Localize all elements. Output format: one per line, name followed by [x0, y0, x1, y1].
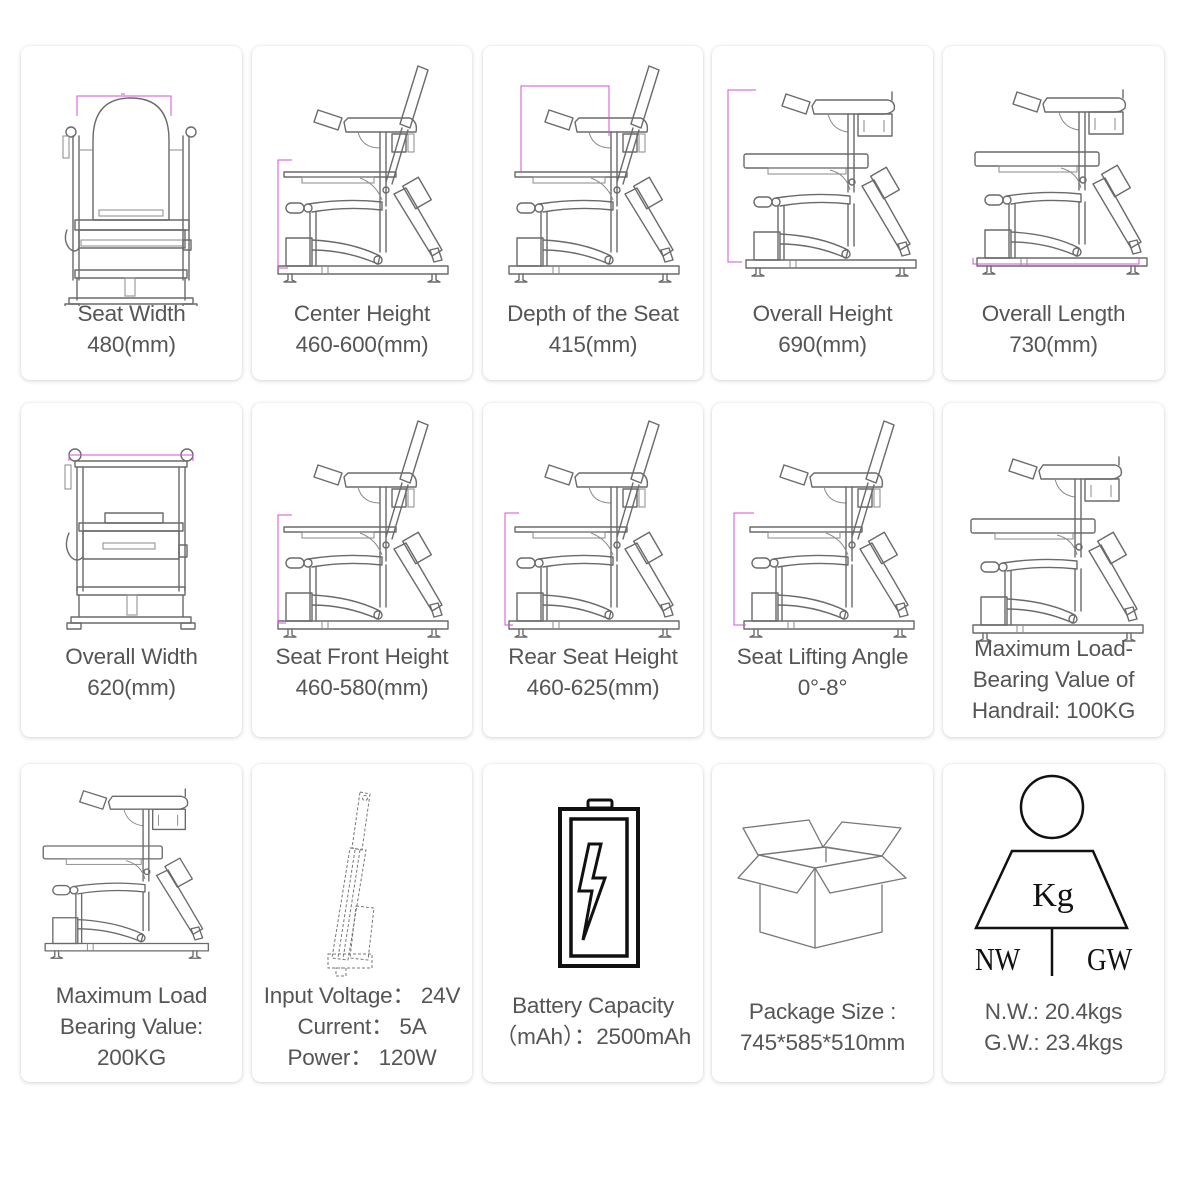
spec-caption: Overall Height 690(mm) — [752, 301, 893, 357]
spec-card-handrail-load: Maximum Load- Bearing Value of Handrail:… — [943, 403, 1164, 737]
chair-side-view-overall-height-icon — [727, 89, 917, 277]
chair-side-view-center-height-icon — [277, 65, 449, 283]
spec-caption: Battery Capacity （mAh）：2500mAh — [494, 993, 692, 1049]
spec-card-motor: Input Voltage： 24V Current： 5A Power： 12… — [252, 764, 472, 1082]
weight-unit-label: Kg — [1032, 877, 1074, 914]
spec-caption: Overall Width 620(mm) — [65, 644, 198, 700]
linear-actuator-icon — [327, 791, 375, 977]
spec-caption: Maximum Load- Bearing Value of Handrail:… — [971, 636, 1136, 723]
chair-side-view-seat-front-height-icon — [277, 420, 449, 638]
spec-caption: Overall Length 730(mm) — [981, 301, 1126, 357]
spec-card-overall-height: Overall Height 690(mm) — [712, 46, 933, 380]
battery-icon — [558, 798, 640, 968]
spec-caption: Maximum Load Bearing Value: 200KG — [55, 983, 208, 1070]
spec-card-weight: Kg NW GW N.W.: 20.4kgs G.W.: 23.4kgs — [943, 764, 1164, 1082]
spec-caption: Package Size : 745*585*510mm — [739, 999, 906, 1055]
spec-caption: Seat Width 480(mm) — [77, 301, 186, 357]
spec-card-battery: Battery Capacity （mAh）：2500mAh — [483, 764, 703, 1082]
net-weight-label: NW — [975, 943, 1020, 977]
chair-front-view-overall-width-icon — [64, 448, 196, 630]
spec-card-rear-seat-height: Rear Seat Height 460-625(mm) — [483, 403, 703, 737]
spec-caption: Seat Lifting Angle 0°-8° — [736, 644, 909, 700]
spec-card-center-height: Center Height 460-600(mm) — [252, 46, 472, 380]
spec-caption: Seat Front Height 460-580(mm) — [275, 644, 449, 700]
chair-side-view-max-load-icon — [42, 788, 210, 959]
spec-card-overall-width: Overall Width 620(mm) — [21, 403, 242, 737]
spec-caption: Input Voltage： 24V Current： 5A Power： 12… — [263, 983, 461, 1070]
open-box-icon — [737, 819, 907, 949]
chair-side-view-overall-length-icon — [972, 89, 1148, 275]
chair-side-view-rear-seat-height-icon — [504, 420, 680, 638]
spec-card-seat-depth: Depth of the Seat 415(mm) — [483, 46, 703, 380]
spec-caption: N.W.: 20.4kgs G.W.: 23.4kgs — [984, 999, 1123, 1055]
spec-card-seat-lifting-angle: Seat Lifting Angle 0°-8° — [712, 403, 933, 737]
spec-card-seat-width: Seat Width 480(mm) — [21, 46, 242, 380]
spec-caption: Depth of the Seat 415(mm) — [507, 301, 679, 357]
chair-side-view-handrail-icon — [970, 456, 1144, 642]
spec-card-package-size: Package Size : 745*585*510mm — [712, 764, 933, 1082]
chair-side-view-seat-depth-icon — [508, 65, 680, 283]
spec-card-seat-front-height: Seat Front Height 460-580(mm) — [252, 403, 472, 737]
chair-front-view-seat-width-icon — [62, 93, 198, 306]
gross-weight-label: GW — [1087, 943, 1132, 977]
spec-card-overall-length: Overall Length 730(mm) — [943, 46, 1164, 380]
spec-caption: Center Height 460-600(mm) — [293, 301, 431, 357]
chair-side-view-lifting-angle-icon — [733, 420, 915, 638]
weight-icon: Kg NW GW — [974, 774, 1132, 978]
spec-card-max-load: Maximum Load Bearing Value: 200KG — [21, 764, 242, 1082]
spec-caption: Rear Seat Height 460-625(mm) — [508, 644, 678, 700]
